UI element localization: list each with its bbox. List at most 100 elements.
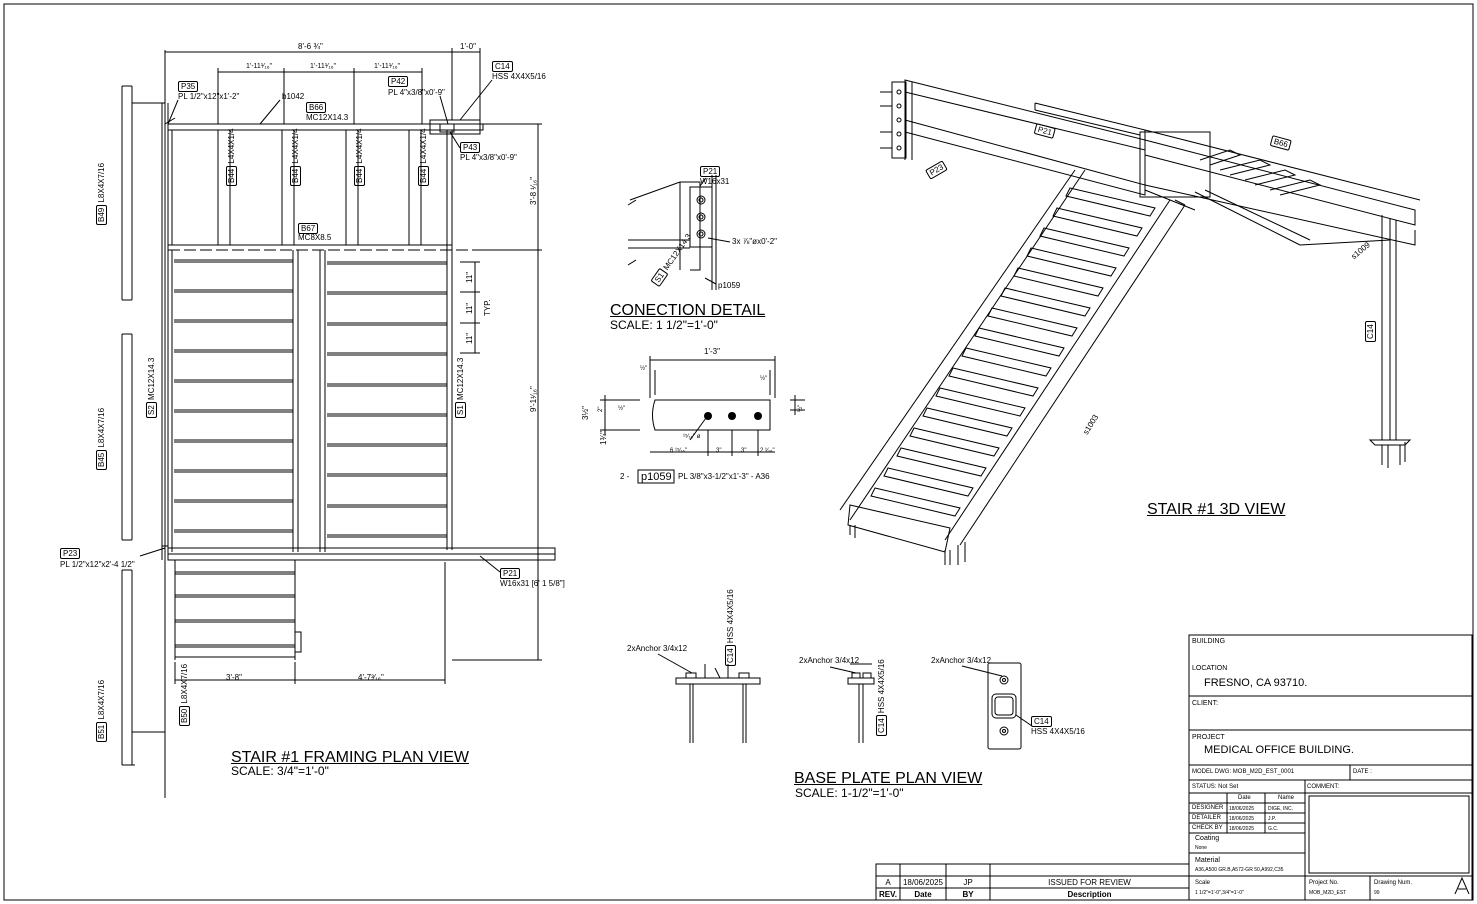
framing-plan-lines: [121, 48, 556, 798]
tb-project-no: MOB_M2D_EST: [1309, 890, 1347, 896]
tb-project-no-label: Project No.: [1309, 880, 1339, 886]
tb-detailer-date: 18/06/2025: [1229, 816, 1255, 822]
plate-h5: ½": [760, 376, 768, 382]
tb-comment-label: COMMENT:: [1307, 784, 1339, 790]
conn-label-p21: P21: [700, 166, 721, 177]
label-p23-desc: PL 1/2"x12"x2'-4 1/2": [60, 560, 135, 569]
tb-date-label: DATE :: [1353, 769, 1372, 775]
tb-col-date: Date: [1238, 795, 1251, 801]
rev-header-by: BY: [962, 890, 974, 899]
connection-detail-scale: SCALE: 1 1/2"=1'-0": [610, 318, 718, 332]
tb-material-label: Material: [1195, 857, 1220, 864]
tb-drawing-num-label: Drawing Num.: [1374, 880, 1413, 886]
rev-description: ISSUED FOR REVIEW: [1048, 878, 1131, 887]
tb-coating-label: Coating: [1195, 835, 1220, 842]
tb-col-name: Name: [1278, 795, 1295, 801]
framing-dim-2: 1'-11¹⁄₁₆": [310, 63, 336, 70]
stair-3d-lines: [839, 79, 1421, 565]
tb-designer-date: 18/06/2025: [1229, 806, 1255, 812]
framing-vert-dim-2: 9'-1¹⁄₁₆": [529, 386, 538, 412]
base-label-c14b: C14 HSS 4X4X5/16: [876, 659, 887, 736]
label-p21: P21: [500, 568, 521, 579]
plate-width-dim: 1'-3": [704, 347, 720, 356]
framing-right-dim: 1'-0": [460, 42, 476, 51]
framing-dim-3: 1'-11¹⁄₁₆": [374, 63, 400, 70]
tb-detailer-name: J.P.: [1268, 816, 1276, 822]
connection-detail-lines: [627, 175, 731, 290]
label-p35-desc: PL 1/2"x12"x1'-2": [178, 92, 240, 101]
label-s2: S2 MC12X14.3: [146, 358, 157, 418]
label-b44-4: B44 L4X4X1/4: [418, 128, 429, 186]
title-block-lines: [875, 634, 1473, 901]
label-p23: P23: [60, 548, 81, 559]
framing-typ: TYP.: [483, 299, 492, 316]
label-s1: S1 MC12X14.3: [455, 358, 466, 418]
plate-h4: ½": [640, 366, 648, 372]
plate-h6: ½": [798, 404, 804, 412]
tb-detailer-label: DETAILER: [1192, 815, 1221, 821]
framing-overall-dim: 8'-6 ¾": [298, 42, 323, 51]
tb-project: MEDICAL OFFICE BUILDING.: [1204, 744, 1354, 756]
framing-plan-title: STAIR #1 FRAMING PLAN VIEW: [231, 749, 469, 766]
plate-desc: PL 3/8"x3-1/2"x1'-3" - A36: [678, 472, 770, 481]
tb-drawing-num: 99: [1374, 890, 1380, 896]
label-p42: P42: [388, 76, 409, 87]
label-b49: B49 L8X4X7/16: [96, 163, 107, 225]
tb-check-label: CHECK BY: [1192, 825, 1223, 831]
plate-h3: ½": [618, 406, 626, 412]
framing-tread-dim-3: 11": [465, 332, 474, 344]
tb-coating: None: [1195, 845, 1207, 851]
plate-qty: 2 -: [620, 472, 630, 481]
base-plate-scale: SCALE: 1-1/2"=1'-0": [795, 786, 904, 800]
label-b66-desc: MC12X14.3: [306, 113, 349, 122]
rev-header-description: Description: [1067, 890, 1112, 899]
label-c14-desc: HSS 4X4X5/16: [492, 72, 546, 81]
plate-d3: 3": [741, 448, 747, 454]
label-p43-desc: PL 4"x3/8"x0'-9": [460, 153, 517, 162]
label-b67-desc: MC8X8.5: [298, 233, 332, 242]
3d-view-title: STAIR #1 3D VIEW: [1147, 501, 1286, 518]
conn-label-p21-desc: W16x31: [700, 177, 730, 186]
tb-project-label: PROJECT: [1192, 734, 1225, 741]
logo-mark: [1454, 876, 1470, 895]
label-b1042: b1042: [282, 92, 305, 101]
tb-designer-name: DIGE, INC.: [1268, 806, 1294, 812]
tb-check-name: G.C.: [1268, 826, 1279, 832]
framing-tread-dim-1: 11": [465, 271, 474, 283]
tb-location-label: LOCATION: [1192, 665, 1228, 672]
plate-h2: 1¾": [599, 431, 608, 445]
framing-bottom-dim-left: 3'-8": [226, 673, 242, 682]
framing-bottom-dim-right: 4'-7³⁄₁₆": [358, 673, 384, 682]
label-p43: P43: [460, 142, 481, 153]
rev-letter: A: [885, 878, 891, 887]
plate-d4: 2 ¹⁄₁₆": [760, 448, 775, 454]
base-plate-title: BASE PLATE PLAN VIEW: [794, 770, 983, 787]
rev-header-date: Date: [914, 890, 932, 899]
label-b45: B45 L8X4X7/16: [96, 408, 107, 470]
plate-h1: 3½": [581, 406, 590, 420]
base-anchor-3: 2xAnchor 3/4x12: [931, 656, 992, 665]
framing-tread-dim-2: 11": [465, 302, 474, 314]
base-plate-lines: [657, 653, 1033, 750]
label-c14: C14: [492, 61, 513, 72]
framing-plan-scale: SCALE: 3/4"=1'-0": [231, 764, 329, 778]
label-b50: B50 L8X4X7/16: [179, 664, 190, 726]
connection-detail-title: CONECTION DETAIL: [610, 302, 766, 319]
rev-header-rev: REV.: [879, 890, 897, 899]
tb-location: FRESNO, CA 93710.: [1204, 677, 1308, 689]
label-b66: B66: [306, 102, 327, 113]
conn-label-plate: p1059: [718, 281, 741, 290]
label-p21-desc: W16x31 [6' 1 5/8"]: [500, 579, 565, 588]
label-p42-desc: PL 4"x3/8"x0'-9": [388, 88, 445, 97]
rev-by: JP: [963, 878, 973, 887]
framing-vert-dim-1: 3'-8 ¹⁄₁₆": [529, 176, 538, 205]
tb-check-date: 18/06/2025: [1229, 826, 1255, 832]
rev-date: 18/06/2025: [902, 878, 944, 887]
tb-client-label: CLIENT:: [1192, 700, 1219, 707]
3d-label-c14: C14: [1365, 321, 1376, 342]
base-label-c14: C14 HSS 4X4X5/16: [725, 589, 736, 666]
plate-detail-lines: [600, 356, 805, 456]
label-b44-3: B44 L4X4X1/4: [354, 128, 365, 186]
label-p35: P35: [178, 81, 199, 92]
